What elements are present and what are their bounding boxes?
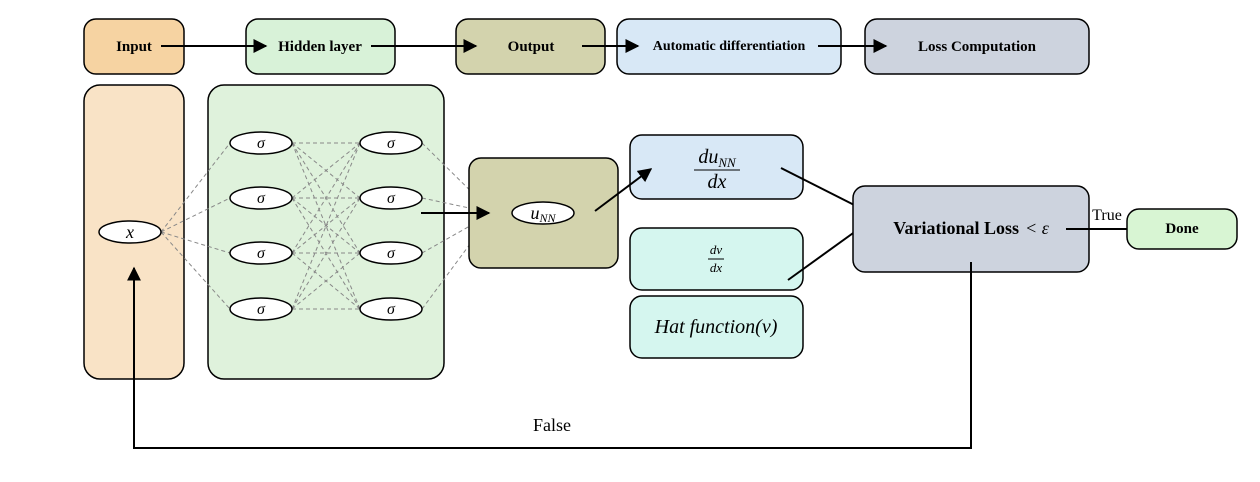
connection-input-to-h1	[160, 231, 231, 310]
hidden-neuron	[359, 131, 423, 155]
input-header-label: Input	[116, 39, 152, 55]
hidden-neuron-label: σ	[387, 245, 396, 262]
du-denominator: dx	[708, 171, 727, 193]
connection-h2-to-output	[421, 142, 494, 214]
hidden-panel-box	[207, 84, 445, 380]
du-numerator-sub: NN	[717, 155, 737, 170]
input-node-ellipse	[98, 220, 162, 244]
output-to-du-arrow	[594, 168, 653, 212]
hat-function-text: Hat function	[654, 316, 756, 338]
variational-loss-condition: < ε	[1025, 218, 1050, 238]
done-box-rect	[1126, 208, 1238, 250]
variational-loss-label: Variational Loss < ε	[893, 218, 1050, 238]
dv-numerator: dv	[710, 242, 723, 257]
connection-hidden	[291, 197, 361, 254]
du-dx-box-rect	[629, 134, 804, 200]
hidden-neuron-label: σ	[257, 301, 266, 318]
hidden-neuron-label: σ	[257, 135, 266, 152]
connection-hidden	[291, 142, 361, 199]
hat-function-box-rect	[629, 295, 804, 359]
connection-hidden	[291, 142, 361, 310]
output-node-sub: NN	[538, 211, 556, 225]
du-numerator: duNN	[698, 146, 737, 170]
connection-h2-to-output	[421, 197, 494, 214]
hidden-panel	[207, 84, 445, 380]
hidden-neuron	[229, 131, 293, 155]
hidden-neuron	[359, 186, 423, 210]
hidden-neuron-label: σ	[257, 190, 266, 207]
hidden-neuron	[229, 297, 293, 321]
hidden-neuron	[359, 297, 423, 321]
hat-function-arg: (v)	[755, 316, 778, 338]
du-numerator-main: du	[698, 146, 718, 168]
hat-function-box: Hat function(v)	[629, 295, 804, 359]
hidden-neuron-label: σ	[387, 135, 396, 152]
false-branch-line	[127, 262, 972, 449]
hidden-neuron	[359, 241, 423, 265]
autodiff-header-label: Automatic differentiation	[653, 39, 806, 54]
hidden-neuron-label: σ	[387, 190, 396, 207]
input-node: x	[98, 220, 162, 244]
hidden-nodes: σ σ σ σ σ σ σ σ	[229, 131, 423, 321]
false-label: False	[533, 415, 571, 435]
connection-hidden	[291, 142, 361, 254]
true-label: True	[1092, 207, 1122, 224]
output-node-main: u	[530, 203, 539, 223]
connection-hidden	[291, 142, 361, 310]
connection-input-to-h1	[160, 142, 231, 233]
hidden-header-label: Hidden layer	[278, 39, 362, 55]
header-row: Input Hidden layer Output Automatic diff…	[83, 18, 1090, 75]
variational-loss-box: Variational Loss < ε	[852, 185, 1090, 273]
loss-header-label: Loss Computation	[918, 39, 1037, 55]
output-panel: uNN	[468, 157, 619, 269]
hidden-neuron-label: σ	[257, 245, 266, 262]
output-node-ellipse	[511, 201, 575, 225]
output-node-label: uNN	[530, 203, 556, 225]
du-dx-box: duNN dx	[629, 134, 804, 200]
connection-hidden	[291, 252, 361, 310]
connection-input-to-h1	[160, 197, 231, 233]
hidden-neuron	[229, 241, 293, 265]
connection-input-to-h1	[160, 231, 231, 254]
dv-denominator: dx	[710, 260, 723, 275]
output-header-label: Output	[508, 39, 555, 55]
hat-function-label: Hat function(v)	[654, 316, 778, 338]
dv-dx-box: dv dx	[629, 227, 804, 291]
done-label: Done	[1165, 221, 1199, 237]
done-box: Done	[1126, 208, 1238, 250]
connection-hidden	[291, 197, 361, 310]
hidden-neuron	[229, 186, 293, 210]
variational-loss-text: Variational Loss	[893, 218, 1019, 238]
hidden-neuron-label: σ	[387, 301, 396, 318]
input-node-label: x	[125, 222, 134, 242]
